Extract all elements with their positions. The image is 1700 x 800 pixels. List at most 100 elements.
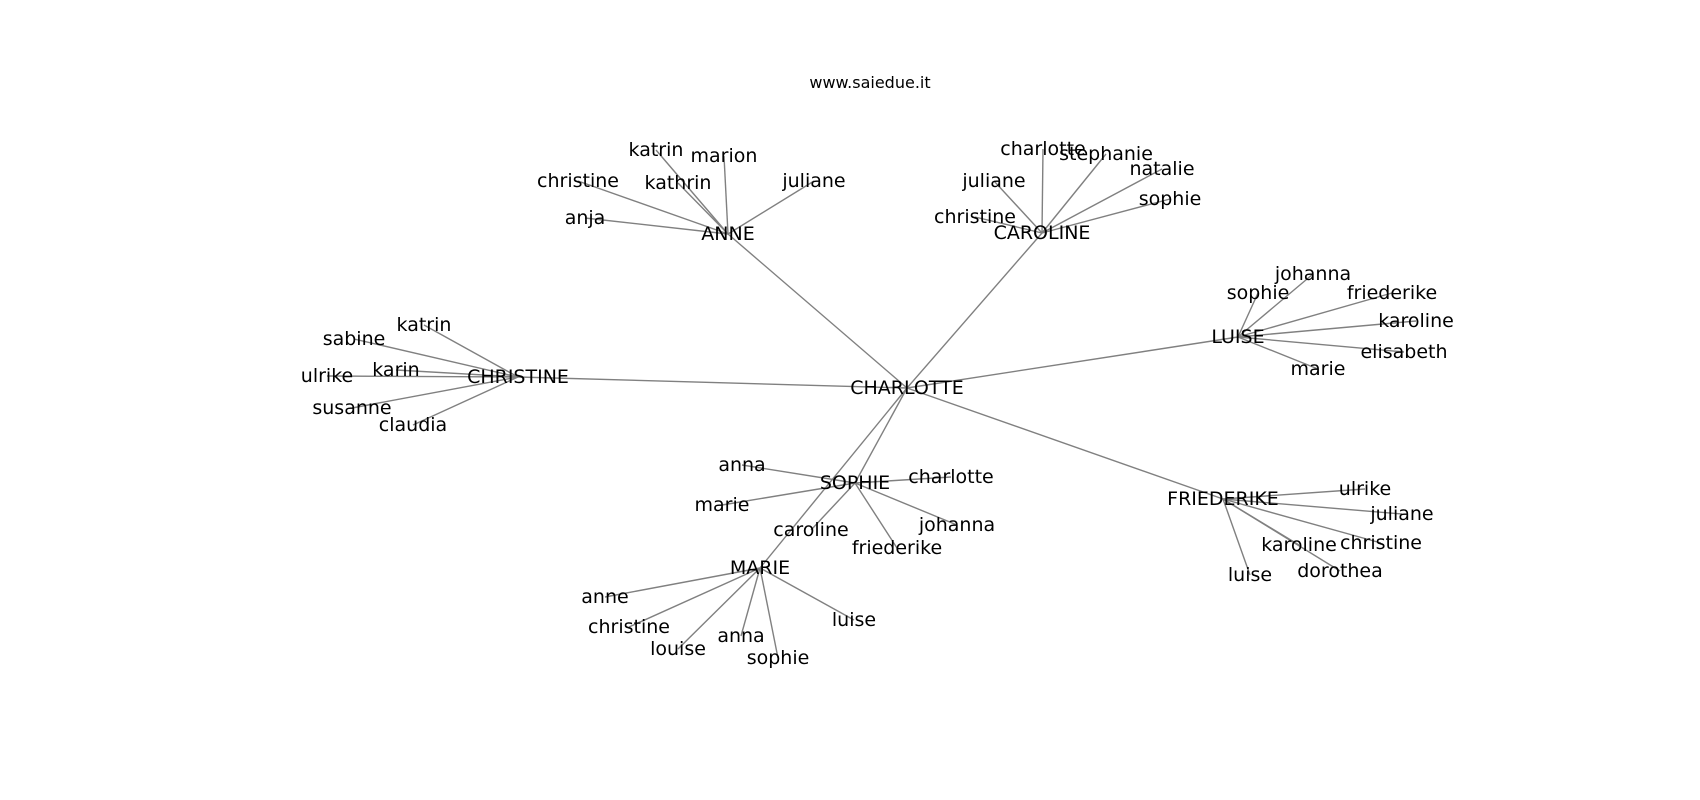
edge-root-hub-anne [727, 233, 908, 389]
edge-hub-christine-leaf-1 [353, 338, 519, 378]
edge-hub-caroline-leaf-1 [1041, 153, 1107, 234]
hub-anne-leaf-label: katrin [629, 139, 684, 161]
edge-hub-luise-leaf-3 [1237, 320, 1417, 338]
edge-hub-marie-leaf-2 [759, 567, 855, 621]
edge-hub-sophie-leaf-0 [741, 464, 856, 484]
hub-christine-leaf-label: katrin [397, 314, 452, 336]
hub-caroline-leaf-label: sophie [1139, 188, 1202, 210]
edge-hub-anne-leaf-4 [727, 180, 815, 235]
hub-sophie-leaf-label: friederike [852, 537, 942, 559]
hub-anne-leaf-label: kathrin [645, 172, 712, 194]
edge-hub-friederike-leaf-5 [1222, 498, 1251, 576]
edge-root-hub-marie [759, 387, 908, 569]
hub-christine-leaf-label: ulrike [301, 365, 353, 387]
edge-hub-luise-leaf-1 [1237, 292, 1259, 338]
hub-marie-leaf-label: louise [650, 638, 706, 660]
hub-friederike-leaf-label: luise [1228, 564, 1272, 586]
hub-friederike-leaf-label: juliane [1369, 503, 1433, 525]
hub-caroline-leaf-label: juliane [961, 170, 1025, 192]
edge-hub-sophie-leaf-4 [810, 482, 856, 531]
hub-anne-label: ANNE [701, 223, 754, 245]
edge-hub-sophie-leaf-5 [854, 482, 898, 549]
hub-christine-label: CHRISTINE [467, 366, 569, 388]
hub-christine-leaf-label: karin [372, 359, 419, 381]
hub-sophie-leaf-label: caroline [773, 519, 848, 541]
hub-caroline-leaf-label: charlotte [1000, 138, 1085, 160]
hub-sophie-leaf-label: johanna [918, 514, 995, 536]
edge-hub-marie-leaf-4 [740, 567, 761, 637]
hub-caroline-leaf-label: stephanie [1059, 143, 1153, 165]
edge-hub-anne-leaf-5 [584, 217, 729, 235]
hub-sophie-leaf-label: charlotte [908, 466, 993, 488]
edge-hub-caroline-leaf-3 [1041, 168, 1163, 234]
edge-hub-luise-leaf-4 [1237, 336, 1405, 353]
hub-anne-leaf-label: marion [691, 145, 758, 167]
edge-hub-anne-leaf-2 [577, 180, 729, 235]
edge-hub-christine-leaf-0 [423, 324, 519, 378]
edges-layer [326, 148, 1417, 659]
hub-sophie-leaf-label: marie [695, 494, 750, 516]
edge-hub-anne-leaf-1 [723, 155, 729, 235]
hub-luise-leaf-label: sophie [1227, 282, 1290, 304]
edge-hub-anne-leaf-3 [677, 182, 729, 235]
edge-root-hub-sophie [854, 387, 908, 484]
hub-luise-leaf-label: friederike [1347, 282, 1437, 304]
edge-hub-marie-leaf-3 [677, 567, 761, 650]
hub-friederike-leaf-label: dorothea [1297, 560, 1383, 582]
edge-hub-friederike-leaf-4 [1222, 498, 1341, 572]
hub-anne-leaf-label: juliane [781, 170, 845, 192]
hub-marie-leaf-label: luise [832, 609, 876, 631]
edge-hub-marie-leaf-0 [604, 567, 761, 598]
edge-hub-luise-leaf-0 [1237, 273, 1314, 338]
hub-luise-leaf-label: karoline [1378, 310, 1454, 332]
edge-hub-christine-leaf-2 [395, 369, 519, 378]
hub-friederike-label: FRIEDERIKE [1167, 488, 1279, 510]
hub-marie-leaf-label: christine [588, 616, 670, 638]
edge-hub-christine-leaf-3 [326, 375, 519, 378]
edge-hub-anne-leaf-0 [655, 149, 729, 235]
hub-luise-label: LUISE [1211, 326, 1264, 348]
hub-friederike-leaf-label: karoline [1261, 534, 1337, 556]
site-title: www.saiedue.it [809, 73, 930, 92]
edge-hub-friederike-leaf-1 [1222, 498, 1403, 515]
hub-marie-leaf-label: anna [717, 625, 764, 647]
edge-hub-sophie-leaf-1 [854, 476, 952, 484]
edge-hub-luise-leaf-5 [1237, 336, 1319, 370]
root-node-label: CHARLOTTE [850, 377, 964, 399]
edge-hub-sophie-leaf-3 [854, 482, 958, 526]
edge-hub-caroline-leaf-4 [1041, 198, 1171, 234]
edge-root-hub-luise [906, 336, 1239, 389]
edge-hub-caroline-leaf-2 [993, 180, 1043, 234]
edge-hub-marie-leaf-1 [628, 567, 761, 628]
hub-marie-leaf-label: sophie [747, 647, 810, 669]
edge-hub-friederike-leaf-0 [1222, 488, 1366, 500]
hub-friederike-leaf-label: ulrike [1339, 478, 1391, 500]
edge-root-hub-christine [517, 376, 908, 389]
hub-anne-leaf-label: anja [565, 207, 606, 229]
hub-luise-leaf-label: johanna [1274, 263, 1351, 285]
hub-marie-label: MARIE [730, 557, 790, 579]
hub-caroline-leaf-label: natalie [1129, 158, 1194, 180]
hub-luise-leaf-label: elisabeth [1360, 341, 1447, 363]
edge-hub-christine-leaf-5 [412, 376, 519, 426]
edge-root-hub-friederike [906, 387, 1224, 500]
hub-christine-leaf-label: susanne [312, 397, 391, 419]
edge-hub-christine-leaf-4 [351, 376, 519, 409]
edge-root-hub-caroline [906, 232, 1043, 389]
hub-sophie-leaf-label: anna [718, 454, 765, 476]
edge-hub-sophie-leaf-2 [721, 482, 856, 506]
hub-christine-leaf-label: sabine [323, 328, 386, 350]
hub-anne-leaf-label: christine [537, 170, 619, 192]
hub-luise-leaf-label: marie [1291, 358, 1346, 380]
hub-caroline-label: CAROLINE [994, 222, 1091, 244]
labels-layer: CHARLOTTE ANNE katrin marion christine kathri… [301, 138, 1454, 669]
hub-friederike-leaf-label: christine [1340, 532, 1422, 554]
edge-hub-luise-leaf-2 [1237, 292, 1393, 338]
hub-caroline-leaf-label: christine [934, 206, 1016, 228]
hub-marie-leaf-label: anne [581, 586, 628, 608]
edge-hub-marie-leaf-5 [759, 567, 779, 659]
edge-hub-friederike-leaf-3 [1222, 498, 1382, 544]
edge-hub-caroline-leaf-5 [974, 216, 1043, 234]
hub-sophie-label: SOPHIE [820, 472, 890, 494]
